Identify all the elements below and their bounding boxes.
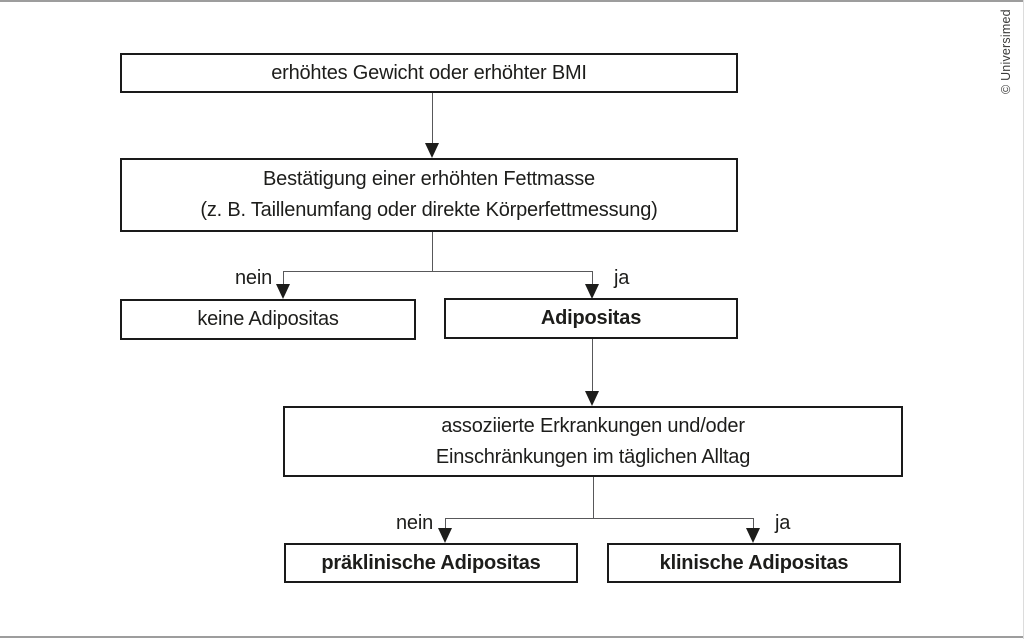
- node-label-line1: assoziierte Erkrankungen und/oder: [441, 414, 745, 437]
- node-assoziierte-erkrankungen: assoziierte Erkrankungen und/oder Einsch…: [283, 406, 903, 477]
- node-label-line1: Bestätigung einer erhöhten Fettmasse: [263, 168, 595, 190]
- node-label: erhöhtes Gewicht oder erhöhter BMI: [271, 61, 587, 84]
- connector-line: [592, 339, 593, 392]
- node-label: Adipositas: [540, 307, 642, 329]
- connector-line: [432, 93, 433, 144]
- node-klinische-adipositas: klinische Adipositas: [607, 543, 901, 583]
- connector-line: [432, 232, 433, 272]
- arrow-down-icon: [585, 284, 599, 299]
- node-label: klinische Adipositas: [659, 551, 849, 574]
- branch-label-ja-1: ja: [614, 267, 630, 289]
- connector-line: [445, 518, 446, 529]
- node-praeklinische-adipositas: präklinische Adipositas: [284, 543, 578, 583]
- top-edge-bar: [0, 0, 1024, 2]
- arrow-down-icon: [425, 143, 439, 158]
- connector-line: [283, 271, 284, 285]
- node-label-line2: (z. B. Taillenumfang oder direkte Körper…: [200, 199, 658, 221]
- connector-line: [283, 271, 593, 272]
- arrow-down-icon: [438, 528, 452, 543]
- branch-label-nein-2: nein: [395, 512, 433, 534]
- connector-line: [445, 518, 753, 519]
- node-label: präklinische Adipositas: [321, 551, 541, 574]
- copyright-credit: © Universimed: [999, 9, 1013, 94]
- connector-line: [593, 477, 594, 519]
- node-label-line2: Einschränkungen im täglichen Alltag: [435, 445, 751, 468]
- node-erhoehtes-gewicht: erhöhtes Gewicht oder erhöhter BMI: [120, 53, 738, 93]
- arrow-down-icon: [276, 284, 290, 299]
- bottom-edge-bar: [0, 636, 1024, 638]
- connector-line: [753, 518, 754, 529]
- branch-label-nein-1: nein: [234, 267, 272, 289]
- branch-label-ja-2: ja: [775, 512, 791, 534]
- arrow-down-icon: [585, 391, 599, 406]
- node-keine-adipositas: keine Adipositas: [120, 299, 416, 340]
- arrow-down-icon: [746, 528, 760, 543]
- node-adipositas: Adipositas: [444, 298, 738, 339]
- node-bestaetigung-fettmasse: Bestätigung einer erhöhten Fettmasse (z.…: [120, 158, 738, 232]
- node-label: keine Adipositas: [197, 308, 339, 330]
- connector-line: [592, 271, 593, 285]
